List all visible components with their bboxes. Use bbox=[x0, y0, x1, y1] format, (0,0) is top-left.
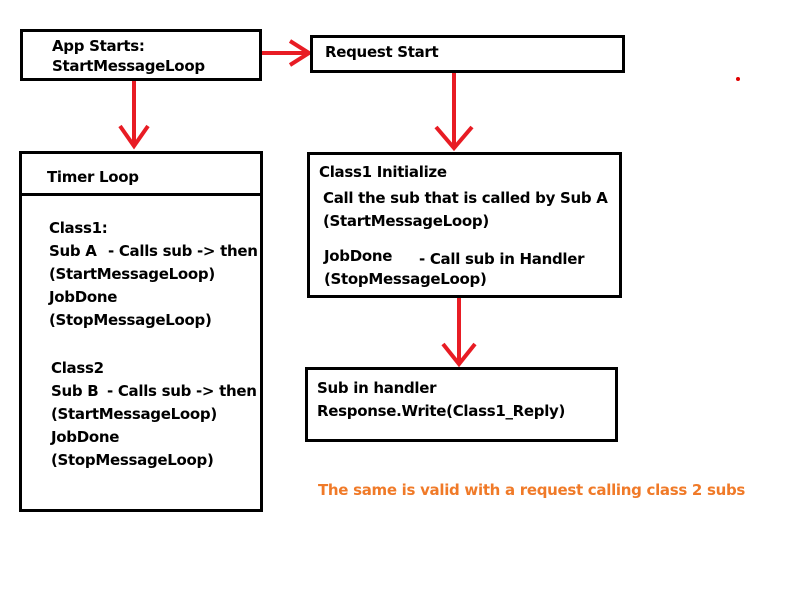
arrow-app-to-timer bbox=[118, 80, 150, 150]
arrow-request-to-class1 bbox=[434, 72, 474, 152]
footnote-text: The same is valid with a request calling… bbox=[318, 481, 746, 499]
arrow-class1-to-handler bbox=[441, 298, 477, 368]
class2-sub-call: (StartMessageLoop) bbox=[51, 405, 217, 423]
arrow-app-to-request bbox=[261, 39, 313, 67]
class2-sub-note: - Calls sub -> then bbox=[107, 382, 257, 400]
class1-init-call-paren: (StartMessageLoop) bbox=[323, 212, 489, 230]
handler-box: Sub in handler Response.Write(Class1_Rep… bbox=[305, 367, 618, 442]
class1-heading: Class1: bbox=[49, 219, 108, 237]
class2-done-call: (StopMessageLoop) bbox=[51, 451, 214, 469]
handler-line2: Response.Write(Class1_Reply) bbox=[317, 402, 566, 420]
class1-init-done-paren: (StopMessageLoop) bbox=[324, 270, 487, 288]
class1-sub-call: (StartMessageLoop) bbox=[49, 265, 215, 283]
class1-sub: Sub A bbox=[49, 242, 97, 260]
request-start-title: Request Start bbox=[325, 43, 439, 61]
handler-line1: Sub in handler bbox=[317, 379, 437, 397]
red-dot-mark bbox=[736, 77, 740, 81]
app-start-box: App Starts: StartMessageLoop bbox=[20, 29, 262, 81]
class1-done: JobDone bbox=[49, 288, 118, 306]
app-start-line2: StartMessageLoop bbox=[52, 57, 205, 75]
class1-init-call-line: Call the sub that is called by Sub A bbox=[323, 189, 608, 207]
timer-loop-title: Timer Loop bbox=[47, 168, 139, 186]
class1-done-call: (StopMessageLoop) bbox=[49, 311, 212, 329]
class1-init-title: Class1 Initialize bbox=[319, 163, 447, 181]
timer-loop-divider bbox=[22, 193, 260, 196]
class1-init-done-note: - Call sub in Handler bbox=[419, 250, 585, 268]
class1-sub-note: - Calls sub -> then bbox=[108, 242, 258, 260]
class2-sub: Sub B bbox=[51, 382, 99, 400]
class2-done: JobDone bbox=[51, 428, 120, 446]
class1-init-done: JobDone bbox=[324, 247, 393, 265]
request-start-box: Request Start bbox=[310, 35, 625, 73]
class1-init-box: Class1 Initialize Call the sub that is c… bbox=[307, 152, 622, 298]
timer-loop-box: Timer Loop Class1: Sub A - Calls sub -> … bbox=[19, 151, 263, 512]
app-start-line1: App Starts: bbox=[52, 37, 145, 55]
class2-heading: Class2 bbox=[51, 359, 104, 377]
